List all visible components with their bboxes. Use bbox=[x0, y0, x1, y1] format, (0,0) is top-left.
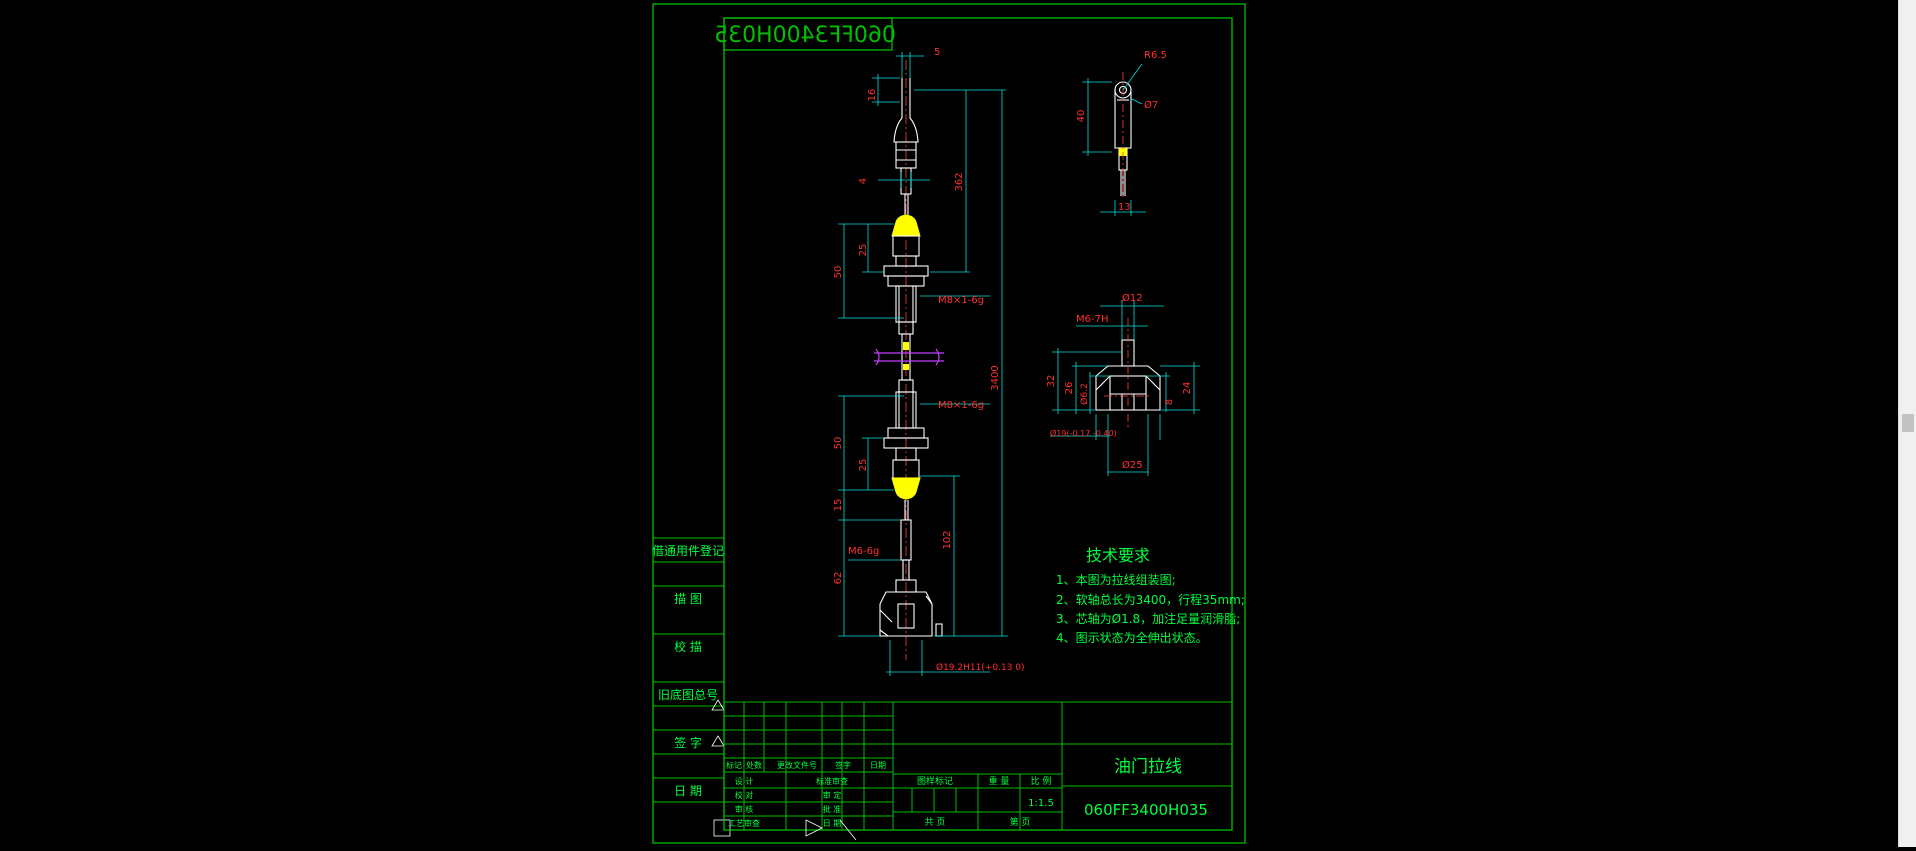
cap-centerlines bbox=[1104, 318, 1152, 430]
dim-50-bottom: 50 bbox=[833, 437, 844, 450]
drawing-title: 油门拉线 bbox=[1114, 757, 1182, 777]
dim-dia-6-2: Ø6.2 bbox=[1079, 383, 1090, 404]
dim-r6-5: R6.5 bbox=[1144, 50, 1167, 61]
drawing-code: 060FF3400H035 bbox=[1084, 801, 1208, 819]
dim-102: 102 bbox=[942, 530, 953, 549]
stamp-tracing: 描 图 bbox=[674, 592, 702, 606]
stamp-date: 日 期 bbox=[674, 784, 702, 798]
stamp-checking: 校 描 bbox=[674, 639, 702, 654]
dim-dia-12: Ø12 bbox=[1122, 292, 1143, 304]
main-dim-labels: 5 16 4 362 25 50 M8×1-6g 3400 M8×1-6g 50… bbox=[833, 47, 1025, 673]
top-fitting bbox=[883, 235, 929, 381]
rev-header-count: 处数 bbox=[746, 760, 762, 770]
rev-header-sign: 签字 bbox=[835, 760, 851, 770]
scrollbar-thumb[interactable] bbox=[1902, 414, 1914, 432]
note-1: 1、本图为拉线组装图; bbox=[1056, 572, 1176, 587]
role-standard: 标准审查 bbox=[816, 776, 848, 786]
dim-3400: 3400 bbox=[990, 365, 1001, 390]
dim-26: 26 bbox=[1064, 382, 1075, 395]
role-ratify: 批 准 bbox=[823, 804, 842, 814]
stamp-borrowed-parts: 借通用件登记 bbox=[652, 543, 724, 558]
cap-dim-labels: Ø12 M6-7H 32 26 Ø6.2 8 24 Ø19(-0.17 -0.4… bbox=[1046, 292, 1193, 471]
cap-dims bbox=[1050, 300, 1200, 476]
stamp-signature: 签 字 bbox=[674, 735, 702, 750]
title-block-slash bbox=[839, 819, 857, 841]
dim-25-bottom: 25 bbox=[858, 459, 869, 472]
scale-value: 1:1.5 bbox=[1028, 798, 1054, 809]
dim-25-top: 25 bbox=[858, 244, 869, 257]
rev-header-date: 日期 bbox=[870, 761, 886, 770]
projection-triangle bbox=[805, 819, 823, 837]
dim-62: 62 bbox=[833, 572, 844, 585]
dim-hole-7: Ø7 bbox=[1144, 99, 1158, 111]
role-date: 日 期 bbox=[823, 819, 842, 828]
dim-5: 5 bbox=[934, 47, 940, 58]
stage-mark-label: 图样标记 bbox=[917, 775, 953, 787]
vertical-scrollbar[interactable] bbox=[1898, 0, 1916, 847]
revision-triangle-1 bbox=[711, 699, 725, 711]
role-process: 工艺审查 bbox=[728, 818, 760, 828]
dim-362: 362 bbox=[954, 172, 965, 191]
thread-m8-bottom: M8×1-6g bbox=[938, 400, 984, 411]
thread-m6-7h: M6-7H bbox=[1076, 314, 1108, 325]
rev-header-mark: 标记 bbox=[726, 760, 742, 770]
title-block-grid bbox=[723, 701, 1233, 831]
note-3: 3、芯轴为Ø1.8，加注足量润滑脂; bbox=[1056, 611, 1240, 626]
role-approve: 审 定 bbox=[823, 790, 842, 800]
role-review: 审 核 bbox=[735, 804, 754, 814]
sheets-total: 共 页 bbox=[925, 817, 946, 828]
rev-header-doc: 更改文件号 bbox=[777, 760, 817, 770]
role-proof: 校 对 bbox=[735, 790, 754, 800]
dim-40: 40 bbox=[1076, 110, 1087, 123]
clevis-dim-labels: R6.5 Ø7 40 13 bbox=[1076, 50, 1167, 213]
top-ferrule bbox=[891, 214, 921, 237]
thread-m8-top: M8×1-6g bbox=[938, 295, 984, 306]
small-marker-2 bbox=[903, 364, 909, 370]
mirrored-code: 060FF3400H035 bbox=[714, 23, 896, 48]
bottom-cap bbox=[879, 591, 943, 637]
dim-32: 32 bbox=[1046, 375, 1057, 388]
dim-4: 4 bbox=[858, 178, 869, 184]
break-marks bbox=[874, 348, 944, 366]
weight-label: 重 量 bbox=[989, 775, 1010, 787]
dim-dia-25: Ø25 bbox=[1122, 459, 1143, 471]
scale-label: 比 例 bbox=[1031, 775, 1052, 787]
corner-square bbox=[713, 819, 731, 837]
stamp-old-number: 旧底图总号 bbox=[658, 687, 718, 702]
side-stamp-grid bbox=[653, 537, 724, 803]
note-2: 2、软轴总长为3400，行程35mm; bbox=[1056, 592, 1245, 607]
thread-m6: M6-6g bbox=[848, 546, 879, 557]
dim-cap-bore: Ø19(-0.17 -0.40) bbox=[1050, 428, 1117, 438]
bottom-ferrule bbox=[891, 477, 921, 500]
dim-50-top: 50 bbox=[833, 266, 844, 279]
note-4: 4、图示状态为全伸出状态。 bbox=[1056, 630, 1208, 645]
dim-13: 13 bbox=[1118, 202, 1131, 213]
dim-8: 8 bbox=[1164, 399, 1175, 405]
clevis-dims bbox=[1082, 63, 1146, 216]
dim-15: 15 bbox=[833, 499, 844, 512]
dim-bore: Ø19.2H11(+0.13 0) bbox=[936, 662, 1025, 673]
main-dimensions bbox=[838, 52, 1008, 676]
dim-24: 24 bbox=[1182, 382, 1193, 395]
notes-title: 技术要求 bbox=[1086, 546, 1150, 565]
role-design: 设 计 bbox=[735, 776, 754, 786]
small-marker-1 bbox=[903, 342, 909, 350]
sheet-number: 第 页 bbox=[1010, 816, 1031, 828]
revision-triangle-2 bbox=[711, 735, 725, 747]
dim-16-top: 16 bbox=[867, 89, 878, 102]
